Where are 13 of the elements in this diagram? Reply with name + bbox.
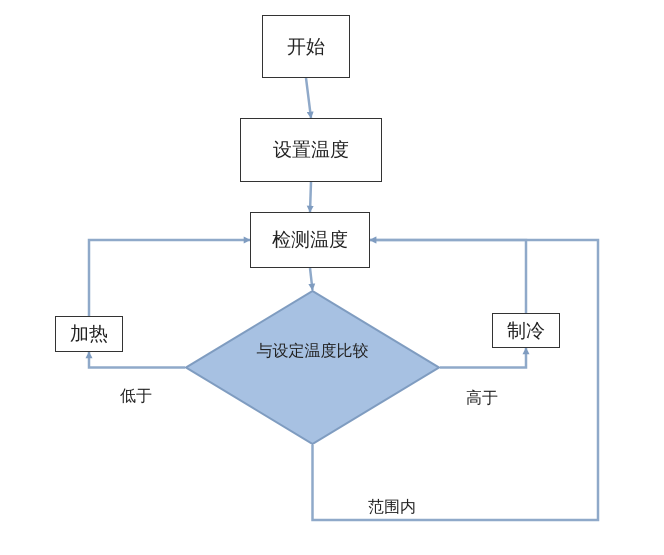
- process-box: 加热: [55, 316, 123, 352]
- arrow: [306, 182, 314, 213]
- process-box: 设置温度: [240, 118, 382, 182]
- arrow: [311, 236, 600, 522]
- arrow: [86, 351, 185, 369]
- arrow: [308, 268, 316, 291]
- process-box: 制冷: [492, 313, 560, 348]
- decision-diamond: 与设定温度比较: [185, 290, 440, 445]
- process-box: 开始: [262, 15, 350, 78]
- arrow: [88, 236, 251, 316]
- process-box: 检测温度: [250, 212, 370, 268]
- arrow: [440, 347, 530, 369]
- arrow: [304, 78, 314, 119]
